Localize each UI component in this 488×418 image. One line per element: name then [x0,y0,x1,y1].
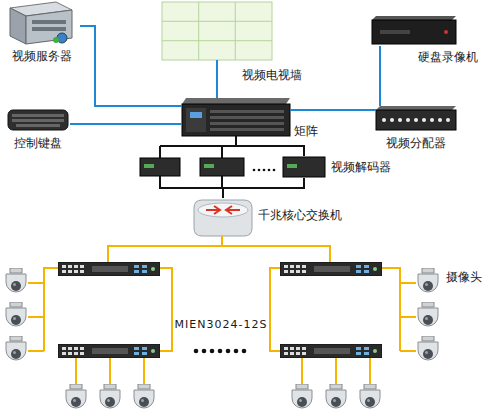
dvr-device [372,16,456,44]
camera-icon [134,384,154,408]
network-wires [28,236,416,384]
connector [80,26,182,106]
node-label: 矩阵 [294,124,318,138]
server-icon [10,2,72,44]
distributor-node: 视频分配器 [376,106,456,150]
camera-icon [418,268,438,292]
keyboard-node: 控制键盘 [6,106,70,150]
matrix-node: 矩阵 [182,98,290,136]
camera-icon [100,384,120,408]
model-label: MIEN3024-12S [175,318,268,332]
camera-icon [66,384,86,408]
node-label: 硬盘录像机 [418,50,478,64]
node-label: 视频服务器 [12,49,72,63]
connector [236,136,304,156]
node-label: 千兆核心交换机 [258,208,342,222]
distributor-device [376,106,456,130]
camera-icon [360,384,380,408]
access-switch [280,344,382,358]
camera-icon [418,302,438,326]
node-label: 视频解码器 [331,160,391,174]
decoder-devices [140,157,325,177]
connector [379,46,381,106]
connector [223,178,304,198]
connector [70,123,182,125]
matrix-device [182,98,290,136]
connector [290,109,376,111]
camera-icon [418,336,438,360]
server-node: 视频服务器 [4,2,80,64]
decoder-node: 视频解码器 [283,156,325,178]
camera-icon [6,336,26,360]
decoder-bus [160,146,236,188]
keyboard-icon [8,110,68,130]
access-switch [280,262,382,276]
camera-icon [6,268,26,292]
access-switch [58,262,160,276]
node-label: 控制键盘 [14,136,62,150]
ellipsis-dots [194,349,247,354]
camera-icon [6,302,26,326]
node-label: 视频分配器 [386,136,446,150]
camera-node: 摄像头 [414,266,442,300]
dvr-node: 硬盘录像机 [372,16,456,46]
video-wall-node: 视频电视墙 [162,2,272,60]
connector [216,60,218,98]
video-wall [162,2,272,60]
core-switch-icon [194,200,252,236]
camera-icon [326,384,346,408]
node-label: 摄像头 [446,270,482,284]
access-switch [58,344,160,358]
camera-icon [292,384,312,408]
node-label: 视频电视墙 [242,68,302,82]
core-switch-node: 千兆核心交换机 [192,198,254,236]
